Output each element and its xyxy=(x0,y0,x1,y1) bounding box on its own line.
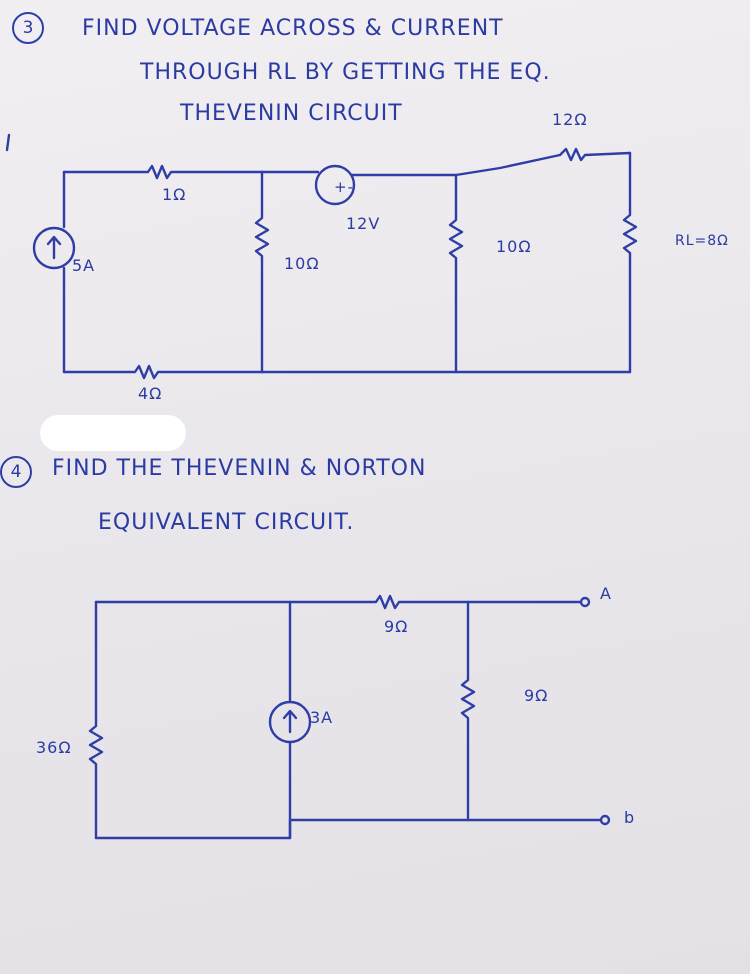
problem-3-line-2: THROUGH RL BY GETTING THE EQ. xyxy=(140,60,551,85)
circuit-4 xyxy=(88,594,611,840)
problem-3-line-1: FIND VOLTAGE ACROSS & CURRENT xyxy=(82,16,504,41)
problem-4-line-2: EQUIVALENT CIRCUIT. xyxy=(98,510,355,535)
problem-4-line-1: FIND THE THEVENIN & NORTON xyxy=(52,456,427,481)
problem-4-number: 4 xyxy=(0,456,32,488)
label-terminal-b: b xyxy=(624,808,636,827)
wire-bottom xyxy=(94,818,602,840)
resistor-load xyxy=(622,151,638,374)
resistor-36ohm xyxy=(88,600,104,840)
label-terminal-a: A xyxy=(600,584,612,603)
wire-top-with-r9 xyxy=(94,594,582,610)
wire-bottom-with-r4 xyxy=(62,364,264,380)
current-source-5a xyxy=(32,226,76,270)
label-source-5a: 5A xyxy=(72,256,96,275)
label-source-3a: 3A xyxy=(310,708,334,727)
stray-mark xyxy=(5,133,11,152)
label-v-polarity: +- xyxy=(334,178,354,196)
terminal-a-node xyxy=(579,596,591,608)
problem-3-number: 3 xyxy=(12,12,44,44)
label-v-12v: 12V xyxy=(346,214,381,233)
label-r-10ohm-b: 10Ω xyxy=(496,237,532,256)
resistor-10ohm-a xyxy=(254,170,270,374)
label-r-1ohm: 1Ω xyxy=(162,185,187,204)
label-r-36ohm: 36Ω xyxy=(36,738,72,757)
label-r-4ohm: 4Ω xyxy=(138,384,163,403)
resistor-10ohm-b xyxy=(448,173,464,374)
label-r-10ohm-a: 10Ω xyxy=(284,254,320,273)
label-r-9ohm-right: 9Ω xyxy=(524,686,549,705)
circuit-3 xyxy=(5,133,638,380)
wire-top-left-with-r1 xyxy=(62,164,264,180)
voltage-source-12v xyxy=(314,164,356,206)
arrow-up-icon xyxy=(46,235,62,260)
terminal-b-node xyxy=(599,814,611,826)
resistor-9ohm-right xyxy=(460,600,476,820)
label-r-load: RL=8Ω xyxy=(675,233,729,249)
label-r-9ohm-top: 9Ω xyxy=(384,617,409,636)
arrow-up-icon xyxy=(282,709,298,734)
problem-3-line-3: THEVENIN CIRCUIT xyxy=(180,101,403,126)
wire-top-right-with-r12 xyxy=(454,147,632,177)
redaction-mark xyxy=(40,415,186,451)
label-r-12ohm: 12Ω xyxy=(552,110,588,129)
